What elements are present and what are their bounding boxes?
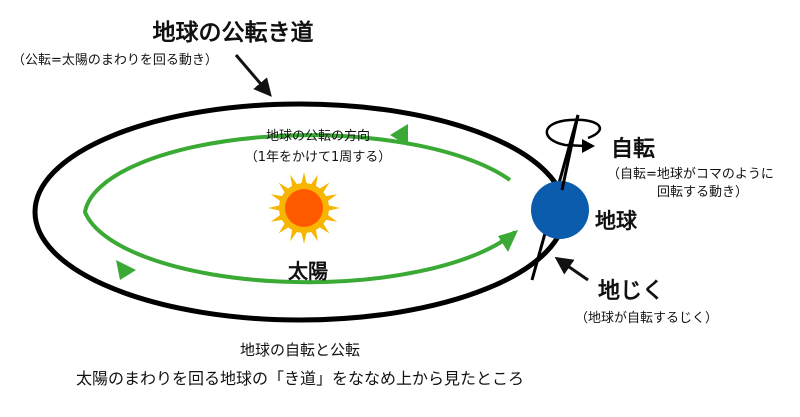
title-pointer-arrow — [234, 54, 272, 97]
earth-axis-top — [560, 114, 580, 191]
orbit-direction-line2: （1年をかけて1周する） — [245, 150, 392, 165]
axis-note: （地球が自転するじく） — [575, 311, 718, 326]
sun-ray — [325, 204, 340, 212]
sun-icon — [268, 172, 340, 244]
rotation-arrowhead — [582, 139, 595, 153]
direction-arrowhead-top — [390, 124, 408, 146]
axis-label: 地じく — [598, 279, 664, 304]
sun-ray — [300, 229, 308, 244]
rotation-note-line2: 回転する動き） — [657, 185, 748, 200]
title-note: （公転=太陽のまわりを回る動き） — [12, 53, 218, 68]
earth-icon — [531, 181, 589, 239]
rotation-note-line1: （自転=地球がコマのように — [607, 167, 774, 182]
sun-label: 太陽 — [288, 259, 328, 283]
caption-line1: 地球の自転と公転 — [240, 341, 360, 359]
sun-core — [285, 189, 323, 227]
axis-pointer-arrow — [554, 256, 589, 282]
caption-line2: 太陽のまわりを回る地球の「き道」をななめ上から見たところ — [76, 369, 524, 388]
sun-ray — [268, 204, 283, 212]
orbit-direction-line1: 地球の公転の方向 — [266, 128, 370, 144]
rotation-arrow-icon — [545, 118, 602, 148]
direction-arrowhead-right — [498, 230, 518, 252]
sun-ray — [300, 172, 308, 187]
direction-arrowhead-left — [116, 260, 136, 280]
title: 地球の公転き道 — [153, 19, 314, 46]
orbit-direction-arrows — [82, 133, 517, 285]
rotation-label: 自転 — [611, 136, 655, 162]
earth-label: 地球 — [595, 209, 638, 233]
